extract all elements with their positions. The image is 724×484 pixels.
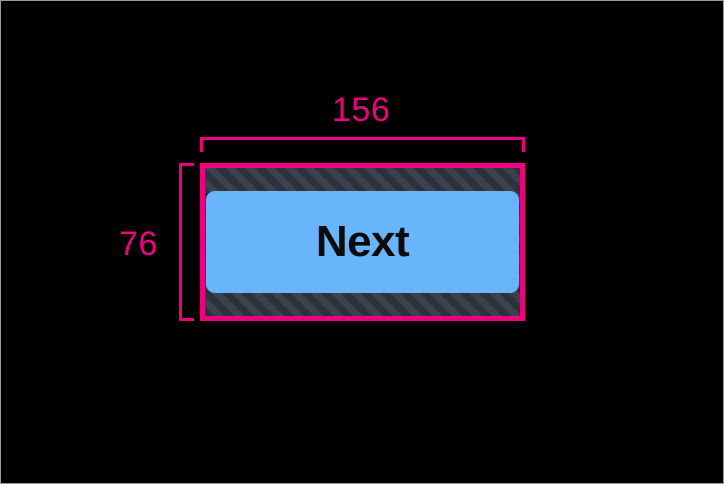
height-dimension-bracket — [179, 163, 195, 321]
height-bracket-tick-top — [179, 163, 194, 166]
height-bracket-bar — [179, 163, 182, 321]
element-inner-area: Next — [205, 168, 520, 316]
height-measurement-label: 76 — [119, 225, 158, 263]
width-dimension-bracket — [200, 137, 525, 153]
next-button-label: Next — [315, 217, 410, 266]
width-measurement-label: 156 — [332, 91, 391, 129]
width-bracket-tick-right — [522, 137, 525, 152]
element-highlight-box: Next — [200, 163, 525, 321]
width-bracket-tick-left — [200, 137, 203, 152]
next-button[interactable]: Next — [206, 191, 519, 293]
height-bracket-tick-bottom — [179, 318, 194, 321]
width-bracket-bar — [200, 137, 525, 140]
